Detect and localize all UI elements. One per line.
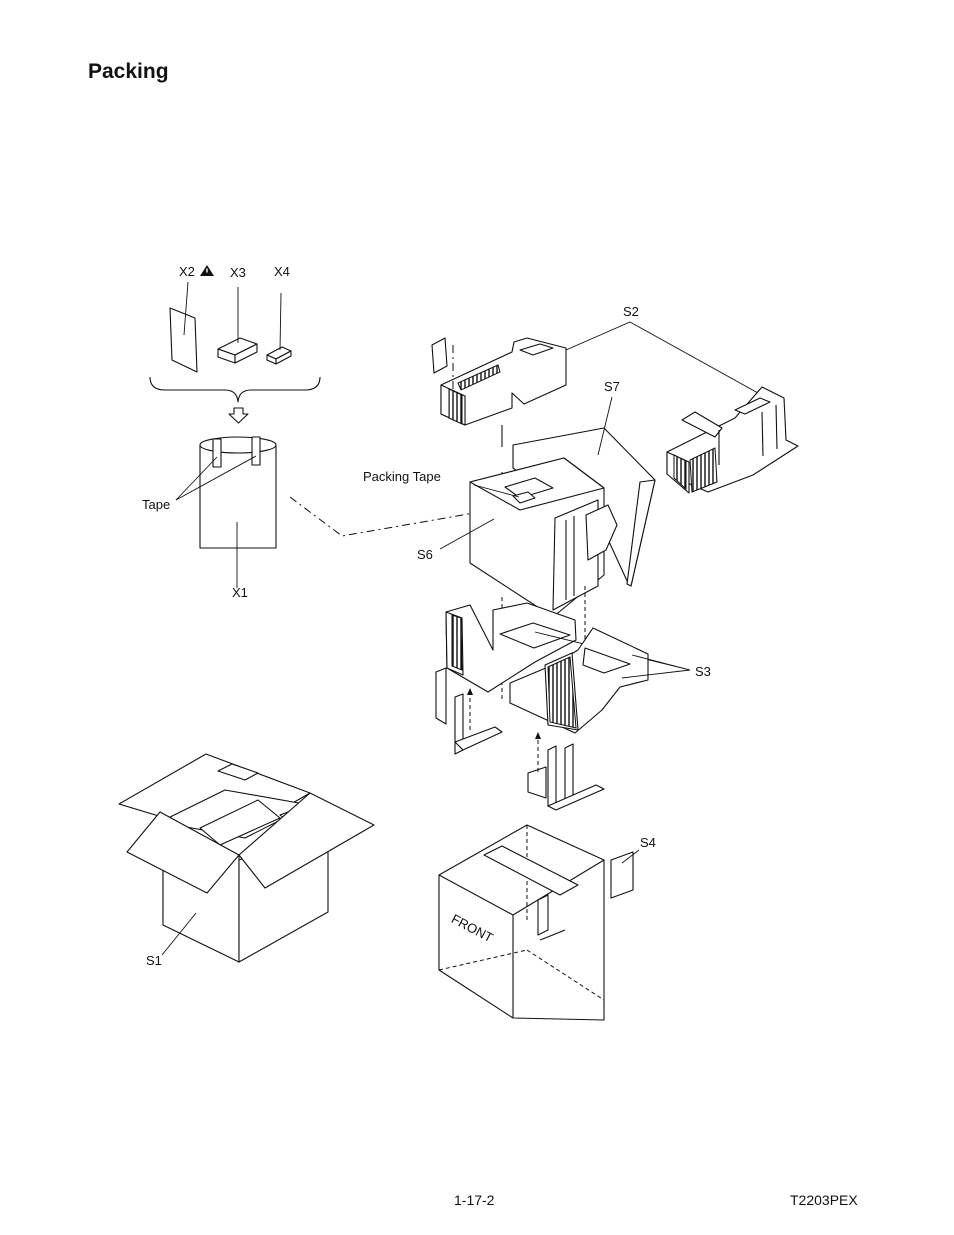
- s2-foam-left: [431, 337, 567, 495]
- label-s3: S3: [695, 664, 711, 679]
- corner-piece-right: [527, 732, 605, 811]
- label-s7: S7: [604, 379, 620, 394]
- label-s2: S2: [623, 304, 639, 319]
- label-x1: X1: [232, 585, 248, 600]
- bag-placement-line: [289, 496, 504, 537]
- s2-foam-right: [666, 386, 799, 494]
- label-s4: S4: [640, 835, 656, 850]
- warning-triangle-icon: [200, 265, 214, 276]
- accessory-x4-item: [266, 292, 292, 365]
- label-s1: S1: [146, 953, 162, 968]
- label-x4: X4: [274, 264, 290, 279]
- accessory-x3-block: [217, 287, 258, 364]
- corner-piece-left: [435, 667, 503, 755]
- label-packing-tape: Packing Tape: [363, 469, 441, 484]
- s6-box: [439, 457, 618, 618]
- s2-leader: [565, 321, 759, 394]
- accessory-x2-sheet: [169, 281, 198, 373]
- page-title: Packing: [88, 60, 169, 83]
- s3-foam-right: [509, 627, 691, 734]
- label-s6: S6: [417, 547, 433, 562]
- document-code: T2203PEX: [790, 1192, 858, 1208]
- sealed-carton: [438, 824, 640, 1021]
- down-arrow-icon: [228, 407, 249, 424]
- page-number: 1-17-2: [454, 1192, 495, 1208]
- accessory-brace: [149, 376, 321, 403]
- label-tape: Tape: [142, 497, 171, 512]
- x1-bag: [175, 436, 277, 588]
- s1-carton: [118, 753, 375, 963]
- label-x3: X3: [230, 265, 246, 280]
- label-x2: X2: [179, 264, 195, 279]
